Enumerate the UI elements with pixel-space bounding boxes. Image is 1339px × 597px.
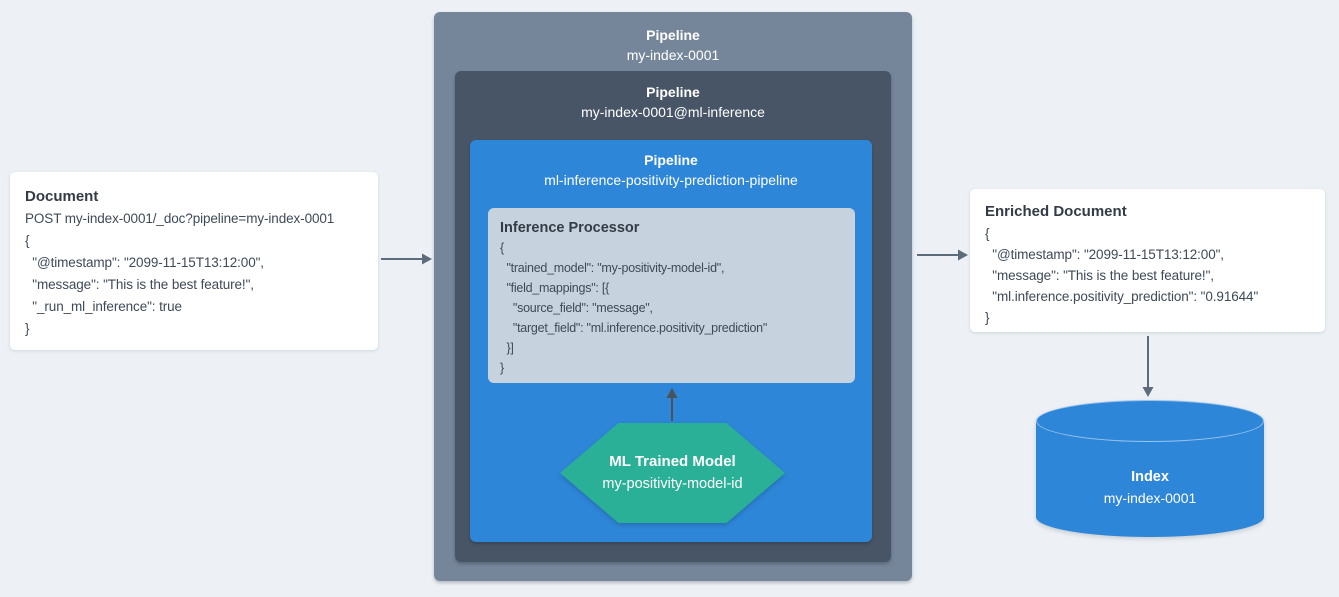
document-json-line: "@timestamp": "2099-11-15T13:12:00", xyxy=(25,255,264,270)
pipeline-ml-inference-label: Pipeline xyxy=(646,84,700,100)
ml-trained-model-title: ML Trained Model xyxy=(609,453,736,470)
arrow-pipeline-to-enriched-document xyxy=(917,249,968,261)
processor-json-line: "source_field": "message", xyxy=(500,301,653,315)
pipeline-outer-header: Pipeline my-index-0001 xyxy=(434,12,912,65)
pipeline-ml-inference-name: my-index-0001@ml-inference xyxy=(581,104,765,120)
pipeline-outer-name: my-index-0001 xyxy=(626,47,720,63)
processor-json-line: "target_field": "ml.inference.positivity… xyxy=(500,321,768,335)
processor-json-line: { xyxy=(500,241,504,255)
document-json-line: POST my-index-0001/_doc?pipeline=my-inde… xyxy=(25,211,335,226)
document-card: Document POST my-index-0001/_doc?pipelin… xyxy=(10,172,378,350)
processor-json-line: "trained_model": "my-positivity-model-id… xyxy=(500,261,725,275)
enriched-json-line: "message": "This is the best feature!", xyxy=(985,268,1214,283)
index-title: Index xyxy=(1131,469,1169,485)
document-card-title: Document xyxy=(25,188,99,205)
document-json-line: "message": "This is the best feature!", xyxy=(25,277,254,292)
enriched-json-line: } xyxy=(985,310,990,325)
ml-trained-model-hexagon: ML Trained Model my-positivity-model-id xyxy=(560,423,785,523)
enriched-json-line: "@timestamp": "2099-11-15T13:12:00", xyxy=(985,247,1224,262)
index-cylinder: Index my-index-0001 xyxy=(1036,400,1264,538)
inference-processor-title: Inference Processor xyxy=(500,220,640,236)
pipeline-inference-label: Pipeline xyxy=(644,152,698,168)
arrow-document-to-pipeline xyxy=(381,253,432,265)
pipeline-inference-name: ml-inference-positivity-prediction-pipel… xyxy=(544,172,798,188)
processor-json-line: } xyxy=(500,361,504,375)
ml-trained-model-shape: ML Trained Model my-positivity-model-id xyxy=(560,423,785,523)
document-json-line: { xyxy=(25,233,30,248)
ml-trained-model-name: my-positivity-model-id xyxy=(602,476,743,492)
pipeline-outer-box: Pipeline my-index-0001 Pipeline my-index… xyxy=(434,12,912,581)
pipeline-outer-label: Pipeline xyxy=(646,27,700,43)
enriched-document-card-title: Enriched Document xyxy=(985,203,1127,220)
processor-json-line: "field_mappings": [{ xyxy=(500,281,609,295)
enriched-document-card: Enriched Document { "@timestamp": "2099-… xyxy=(970,189,1325,332)
arrow-enriched-document-to-index xyxy=(1142,336,1154,397)
enriched-json-line: "ml.inference.positivity_prediction": "0… xyxy=(985,289,1259,304)
enriched-json-line: { xyxy=(985,226,990,241)
document-json-line: "_run_ml_inference": true xyxy=(25,299,182,314)
inference-processor-box: Inference Processor { "trained_model": "… xyxy=(488,208,855,383)
index-cylinder-top xyxy=(1036,400,1264,442)
pipeline-inference-header: Pipeline ml-inference-positivity-predict… xyxy=(470,140,872,190)
pipeline-inference-box: Pipeline ml-inference-positivity-predict… xyxy=(470,140,872,542)
processor-json-line: }] xyxy=(500,341,514,355)
arrow-model-to-processor xyxy=(666,388,678,421)
pipeline-ml-inference-box: Pipeline my-index-0001@ml-inference Pipe… xyxy=(455,71,891,562)
index-name: my-index-0001 xyxy=(1103,490,1197,506)
pipeline-ml-inference-header: Pipeline my-index-0001@ml-inference xyxy=(455,71,891,122)
document-json-line: } xyxy=(25,321,30,336)
